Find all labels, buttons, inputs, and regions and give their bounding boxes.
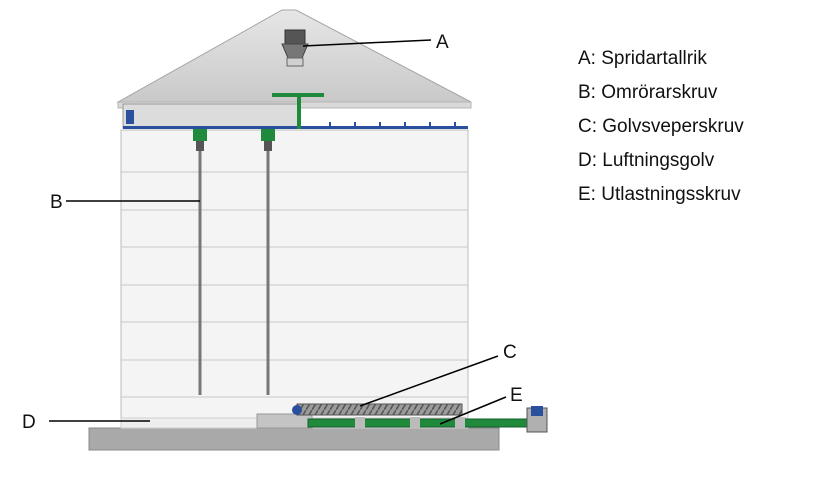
stirring-screw-left xyxy=(193,129,207,395)
legend-item-e: E: Utlastningsskruv xyxy=(578,184,741,205)
bridge-rail xyxy=(123,126,468,129)
bridge-motor-icon xyxy=(126,110,134,124)
legend-item-b: B: Omrörarskruv xyxy=(578,82,718,103)
wall-ring-lines xyxy=(121,171,468,398)
unloading-auger-brackets xyxy=(355,417,465,429)
legend-item-c: C: Golvsveperskruv xyxy=(578,116,744,137)
callout-label-d: D xyxy=(22,412,36,433)
spreader-plate-icon xyxy=(281,29,309,67)
callout-line-e xyxy=(439,396,507,425)
stirrer-bridge xyxy=(122,103,299,129)
unloading-motor-icon xyxy=(526,406,548,433)
silo-wall xyxy=(120,129,469,426)
callout-label-c: C xyxy=(503,342,517,363)
foundation-slab xyxy=(88,427,500,451)
callout-label-b: B xyxy=(50,192,63,213)
callout-lines xyxy=(49,39,507,425)
green-t-frame xyxy=(272,93,324,129)
callout-line-a xyxy=(302,39,432,47)
callout-label-a: A xyxy=(436,32,449,53)
sweep-auger xyxy=(296,403,463,416)
callout-label-e: E xyxy=(510,385,523,406)
legend-item-d: D: Luftningsgolv xyxy=(578,150,715,171)
unloading-auger xyxy=(307,418,537,428)
sweep-auger-housing xyxy=(256,413,313,429)
legend-item-a: A: Spridartallrik xyxy=(578,48,707,69)
bridge-rail-ticks xyxy=(329,122,456,129)
callout-line-c xyxy=(359,355,499,407)
sweep-auger-motor-icon xyxy=(292,405,302,415)
legend: A: Spridartallrik B: Omrörarskruv C: Gol… xyxy=(578,42,744,212)
stirring-screw-right xyxy=(261,129,275,395)
